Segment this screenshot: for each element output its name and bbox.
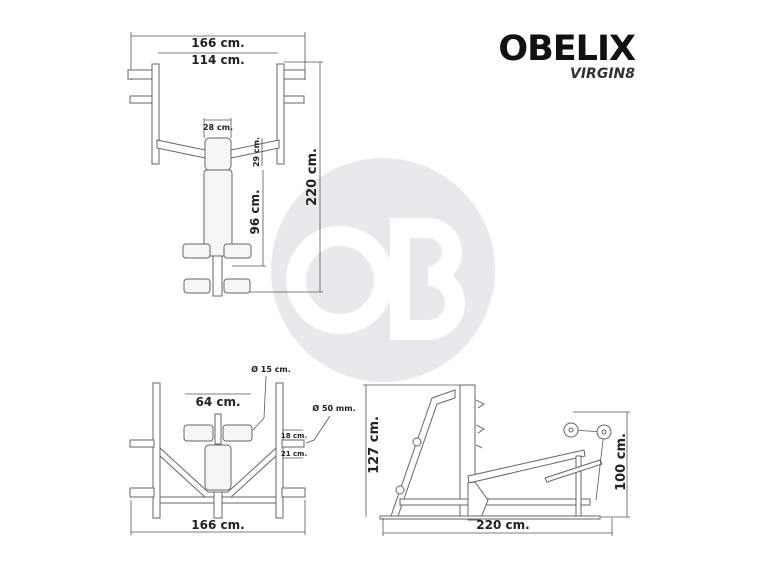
top-inner-width-label: 114 cm.: [191, 53, 244, 67]
watermark-logo: [271, 158, 495, 382]
front-view: 64 cm. Ø 15 cm. Ø 50 mm. 18 cm. 21 cm. 1…: [129, 364, 356, 535]
sleeve-lower-label: 21 cm.: [281, 450, 307, 458]
bar-diameter-label: Ø 50 mm.: [312, 403, 355, 413]
side-overall-length-label: 220 cm.: [476, 518, 529, 532]
sleeve-upper-label: 18 cm.: [281, 432, 307, 440]
brand-name: OBELIX: [498, 29, 636, 69]
side-view: 127 cm. 100 cm. 220 cm.: [363, 384, 630, 536]
model-name: VIRGIN8: [570, 66, 635, 82]
roller-height-label: 100 cm.: [614, 433, 629, 491]
top-overall-width-label: 166 cm.: [191, 36, 244, 50]
brand-logo: OBELIX VIRGIN8: [497, 29, 636, 82]
head-width-label: 28 cm.: [203, 123, 233, 132]
top-overall-length-label: 220 cm.: [305, 148, 320, 206]
roller-span-label: 64 cm.: [195, 395, 240, 409]
side-overall-height-label: 127 cm.: [367, 416, 382, 474]
seat-length-label: 96 cm.: [248, 189, 262, 234]
top-view: 166 cm. 114 cm. 28 cm. 29 cm. 96 cm. 220…: [127, 32, 323, 297]
roller-diameter-label: Ø 15 cm.: [251, 364, 291, 374]
front-overall-width-label: 166 cm.: [191, 518, 244, 532]
head-length-label: 29 cm.: [252, 137, 261, 167]
